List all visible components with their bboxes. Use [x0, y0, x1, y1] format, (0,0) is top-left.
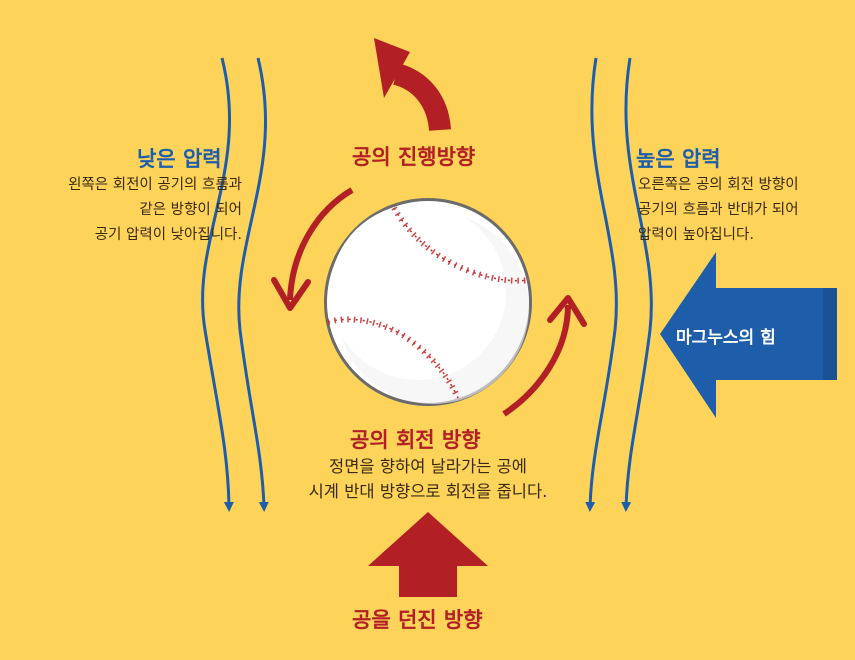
travel-direction-label: 공의 진행방향: [352, 145, 476, 169]
low-pressure-line-1: 왼쪽은 회전이 공기의 흐름과: [68, 177, 242, 193]
rotation-arrow-left: [271, 187, 354, 311]
rotation-arrow-right: [502, 295, 587, 417]
baseball: [324, 198, 532, 406]
rotation-direction-title: 공의 회전 방향: [350, 428, 481, 452]
airflow-line-left-outer: [201, 57, 234, 512]
rotation-direction-line-1: 정면을 향하여 날라가는 공에: [329, 457, 527, 476]
throw-direction-label: 공을 던진 방향: [352, 608, 483, 632]
low-pressure-line-2: 같은 방향이 되어: [139, 202, 242, 218]
rotation-direction-line-2: 시계 반대 방향으로 회전을 줍니다.: [308, 482, 548, 501]
low-pressure-line-3: 공기 압력이 낮아집니다.: [94, 227, 242, 243]
throw-direction-arrow: [368, 512, 488, 597]
airflow-line-left-inner: [237, 57, 269, 512]
high-pressure-line-3: 압력이 높아집니다.: [638, 227, 754, 243]
travel-direction-arrow: [374, 38, 451, 132]
high-pressure-line-2: 공기의 흐름과 반대가 되어: [638, 202, 799, 218]
airflow-line-right-outer: [621, 57, 653, 512]
low-pressure-title: 낮은 압력: [137, 147, 222, 171]
magnus-force-arrow: [660, 252, 837, 418]
high-pressure-line-1: 오른쪽은 공의 회전 방향이: [638, 177, 799, 193]
high-pressure-title: 높은 압력: [636, 147, 721, 171]
magnus-force-label: 마그누스의 힘: [676, 328, 776, 348]
airflow-line-right-inner: [585, 57, 618, 512]
